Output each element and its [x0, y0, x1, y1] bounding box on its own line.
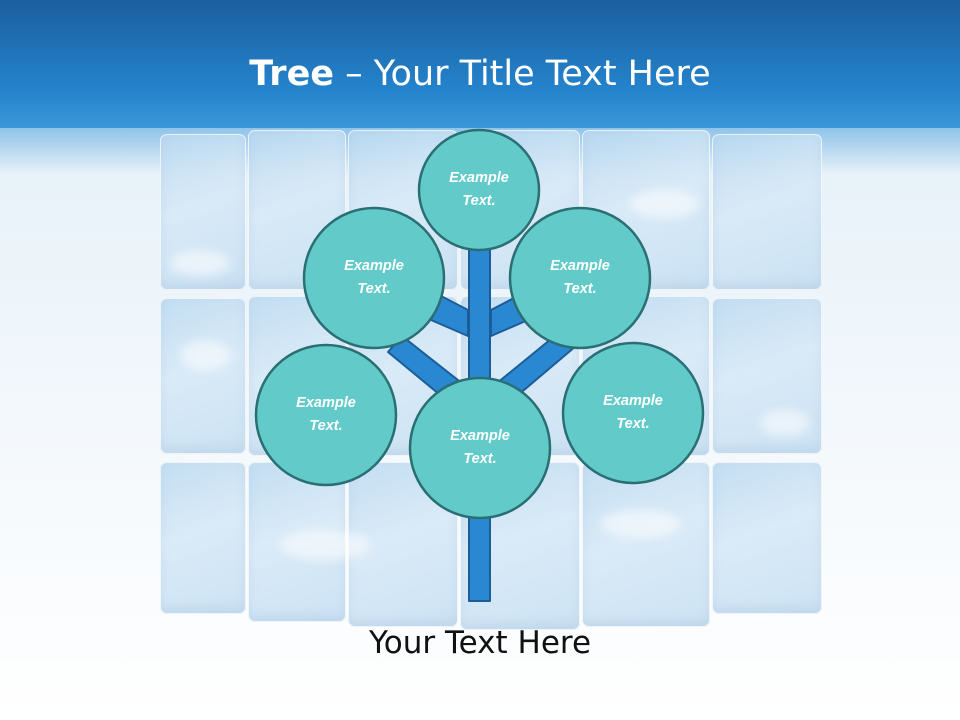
node-center-circle: [408, 376, 552, 520]
cloud-wisp: [180, 340, 230, 370]
node-upper-left-line2: Text.: [357, 281, 391, 297]
node-top-label: Example Text.: [419, 167, 539, 213]
node-lower-right-line2: Text.: [616, 416, 650, 432]
tree-nodes: [254, 128, 705, 520]
node-upper-left-label: Example Text.: [314, 255, 434, 301]
slide-title: Tree – Your Title Text Here: [0, 52, 960, 96]
title-bold: Tree: [249, 54, 335, 94]
title-band: [0, 0, 960, 128]
node-lower-right-circle: [561, 341, 705, 485]
cloud-wisp: [280, 530, 370, 560]
node-lower-right-line1: Example: [603, 393, 663, 409]
cube-tile: [160, 462, 246, 614]
node-top-line2: Text.: [462, 193, 496, 209]
cube-tile: [582, 462, 710, 627]
cloud-wisp: [170, 250, 230, 276]
title-rest: – Your Title Text Here: [334, 54, 711, 94]
node-upper-left-circle: [302, 206, 446, 350]
node-upper-right-label: Example Text.: [520, 255, 640, 301]
node-top-circle: [417, 128, 541, 252]
cloud-wisp: [630, 190, 700, 218]
node-lower-right-label: Example Text.: [573, 390, 693, 436]
node-upper-right-line1: Example: [550, 258, 610, 274]
cloud-wisp: [600, 510, 680, 538]
cube-tile: [160, 298, 246, 454]
node-center-label: Example Text.: [420, 425, 540, 471]
node-upper-right-line2: Text.: [563, 281, 597, 297]
cloud-wisp: [760, 410, 810, 436]
node-top-line1: Example: [449, 170, 509, 186]
node-center-line1: Example: [450, 428, 510, 444]
bottom-caption: Your Text Here: [368, 625, 592, 661]
node-center-line2: Text.: [463, 451, 497, 467]
node-lower-left-line1: Example: [296, 395, 356, 411]
node-upper-right-circle: [508, 206, 652, 350]
node-lower-left-label: Example Text.: [266, 392, 386, 438]
node-lower-left-line2: Text.: [309, 418, 343, 434]
node-lower-left-circle: [254, 343, 398, 487]
node-upper-left-line1: Example: [344, 258, 404, 274]
cube-tile: [712, 462, 822, 614]
cube-tile: [712, 134, 822, 290]
